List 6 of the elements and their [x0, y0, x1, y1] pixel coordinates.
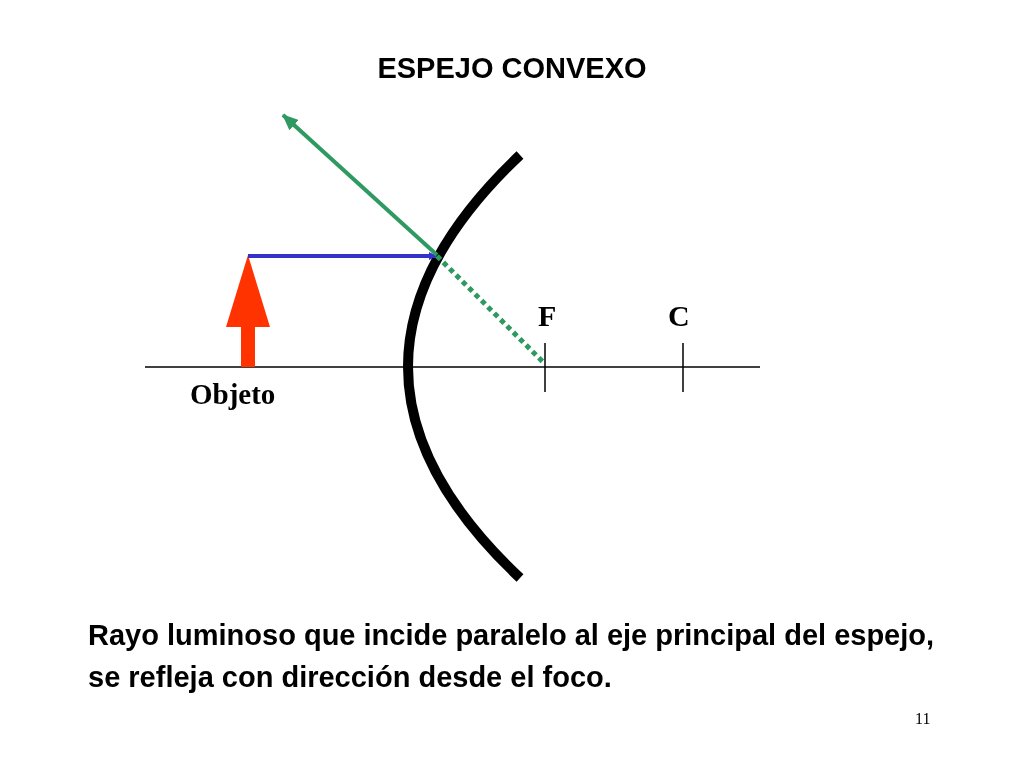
label: F: [538, 299, 557, 333]
caption: Rayo luminoso que incide paralelo al eje principal del espejo, se refleja con dirección desde el foco.: [88, 618, 936, 695]
page-number: 11: [915, 710, 931, 728]
title: ESPEJO CONVEXO: [376, 52, 648, 85]
label: C: [668, 299, 690, 333]
label: Objeto: [190, 378, 276, 411]
